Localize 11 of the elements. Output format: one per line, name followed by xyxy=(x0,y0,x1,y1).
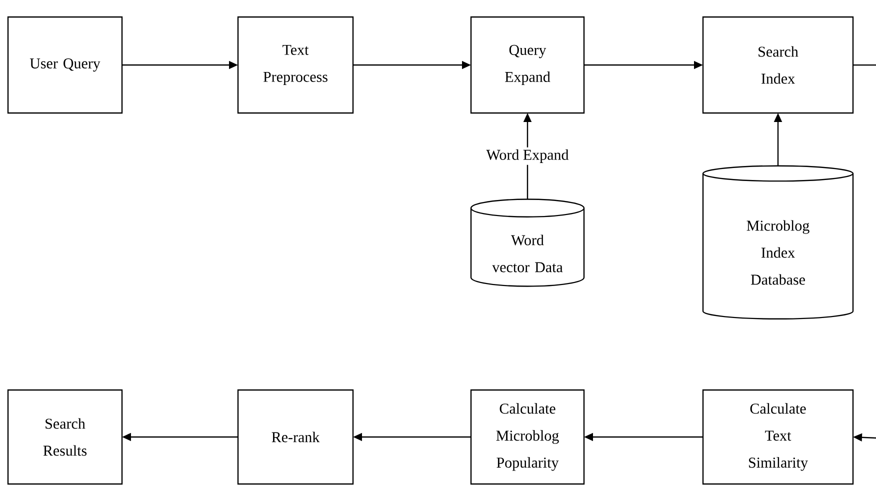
process-box: Search Index xyxy=(702,16,854,114)
database-cylinder: Word vector Data xyxy=(470,198,585,287)
process-box: User Query xyxy=(7,16,123,114)
process-box: Calculate Text Similarity xyxy=(702,389,854,485)
process-box: Query Expand xyxy=(470,16,585,114)
process-box: Re-rank xyxy=(237,389,354,485)
edge-label: Word Expand xyxy=(484,147,571,165)
process-box: Calculate Microblog Popularity xyxy=(470,389,585,485)
process-box: Text Preprocess xyxy=(237,16,354,114)
process-box: Search Results xyxy=(7,389,123,485)
database-cylinder: Microblog Index Database xyxy=(702,165,854,320)
